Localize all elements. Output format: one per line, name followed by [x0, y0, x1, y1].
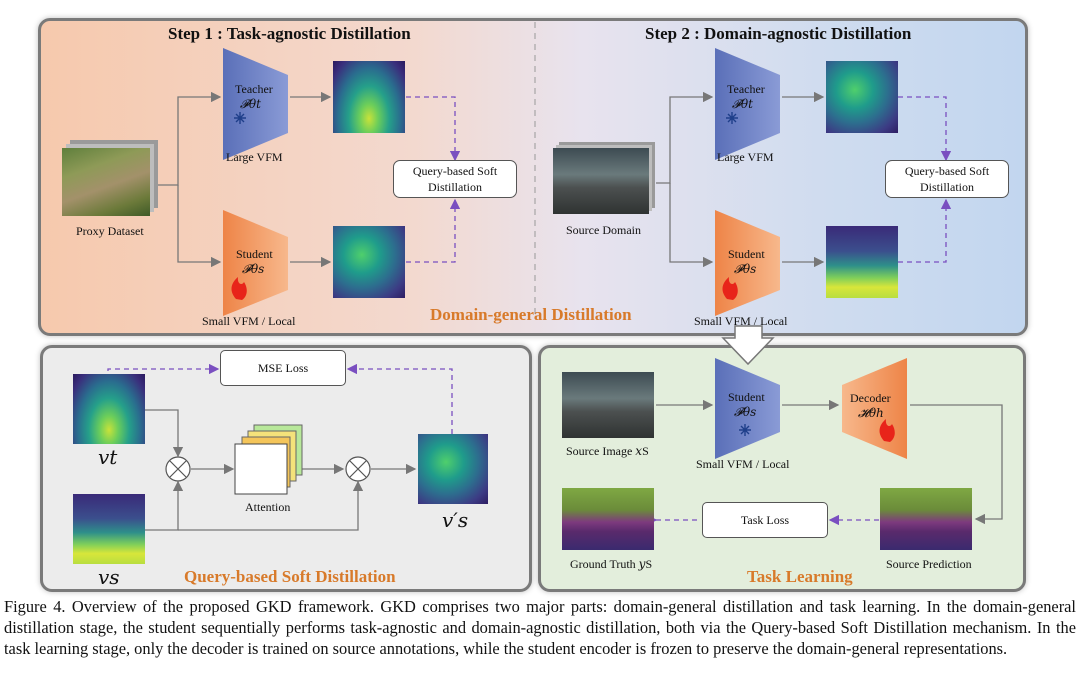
student-feature-map — [333, 226, 405, 298]
trainable-flame-icon — [231, 277, 247, 300]
decoder-symbol: 𝓗θh — [858, 406, 884, 420]
student-symbol: 𝓕θs — [734, 262, 757, 276]
figure-caption: Figure 4. Overview of the proposed GKD f… — [4, 597, 1076, 658]
attention-block — [234, 443, 288, 495]
teacher-encoder-shape — [715, 48, 780, 160]
student-feature-vs — [73, 494, 145, 564]
source-prediction-segmentation — [880, 488, 972, 550]
student-encoder-shape — [715, 358, 780, 459]
diagram-canvas — [107, 22, 1003, 531]
small-vfm-label: Small VFM / Local — [694, 314, 788, 328]
student-label: Student — [236, 247, 273, 261]
large-vfm-label: Large VFM — [717, 150, 774, 164]
trainable-flame-icon — [722, 277, 738, 300]
query-based-soft-distillation-title: Query-based Soft Distillation — [184, 567, 396, 586]
frozen-snowflake-icon — [726, 112, 738, 124]
student-feature-map — [826, 226, 898, 298]
frozen-snowflake-icon — [234, 112, 246, 124]
proxy-dataset-label: Proxy Dataset — [76, 224, 144, 238]
frozen-snowflake-icon — [739, 424, 751, 436]
step2-title: Step 2 : Domain-agnostic Distillation — [645, 24, 912, 43]
teacher-symbol: 𝓕θt — [240, 97, 261, 111]
refined-feature-vs-prime — [418, 434, 488, 504]
student-label: Student — [728, 390, 765, 404]
proxy-dataset-image — [62, 148, 150, 216]
trainable-flame-icon — [879, 419, 895, 442]
vs-prime-symbol: 𝑣′s — [442, 508, 469, 532]
vs-symbol: 𝑣s — [98, 565, 120, 589]
teacher-label: Teacher — [235, 82, 273, 96]
source-domain-image — [553, 148, 649, 214]
attention-label: Attention — [245, 500, 291, 514]
source-domain-label: Source Domain — [566, 223, 641, 237]
teacher-encoder-shape — [223, 48, 288, 160]
small-vfm-label: Small VFM / Local — [202, 314, 296, 328]
student-symbol: 𝓕θs — [242, 262, 265, 276]
stage-transition-arrow — [721, 325, 775, 366]
ground-truth-label: Ground Truth 𝑦S — [570, 557, 653, 571]
mse-loss-box: MSE Loss — [220, 350, 346, 386]
decoder-label: Decoder — [850, 391, 891, 405]
teacher-label: Teacher — [727, 82, 765, 96]
teacher-feature-map — [826, 61, 898, 133]
step1-title: Step 1 : Task-agnostic Distillation — [168, 24, 411, 43]
task-loss-box: Task Loss — [702, 502, 828, 538]
student-symbol: 𝓕θs — [734, 405, 757, 419]
teacher-symbol: 𝓕θt — [732, 97, 753, 111]
ground-truth-segmentation — [562, 488, 654, 550]
domain-general-distillation-title: Domain-general Distillation — [430, 305, 632, 324]
task-learning-title: Task Learning — [747, 567, 853, 586]
source-image — [562, 372, 654, 438]
source-image-label: Source Image 𝑥S — [566, 444, 649, 458]
teacher-feature-map — [333, 61, 405, 133]
source-prediction-label: Source Prediction — [886, 557, 972, 571]
vt-symbol: 𝑣t — [98, 445, 118, 469]
large-vfm-label: Large VFM — [226, 150, 283, 164]
small-vfm-label: Small VFM / Local — [696, 457, 790, 471]
teacher-feature-vt — [73, 374, 145, 444]
student-label: Student — [728, 247, 765, 261]
